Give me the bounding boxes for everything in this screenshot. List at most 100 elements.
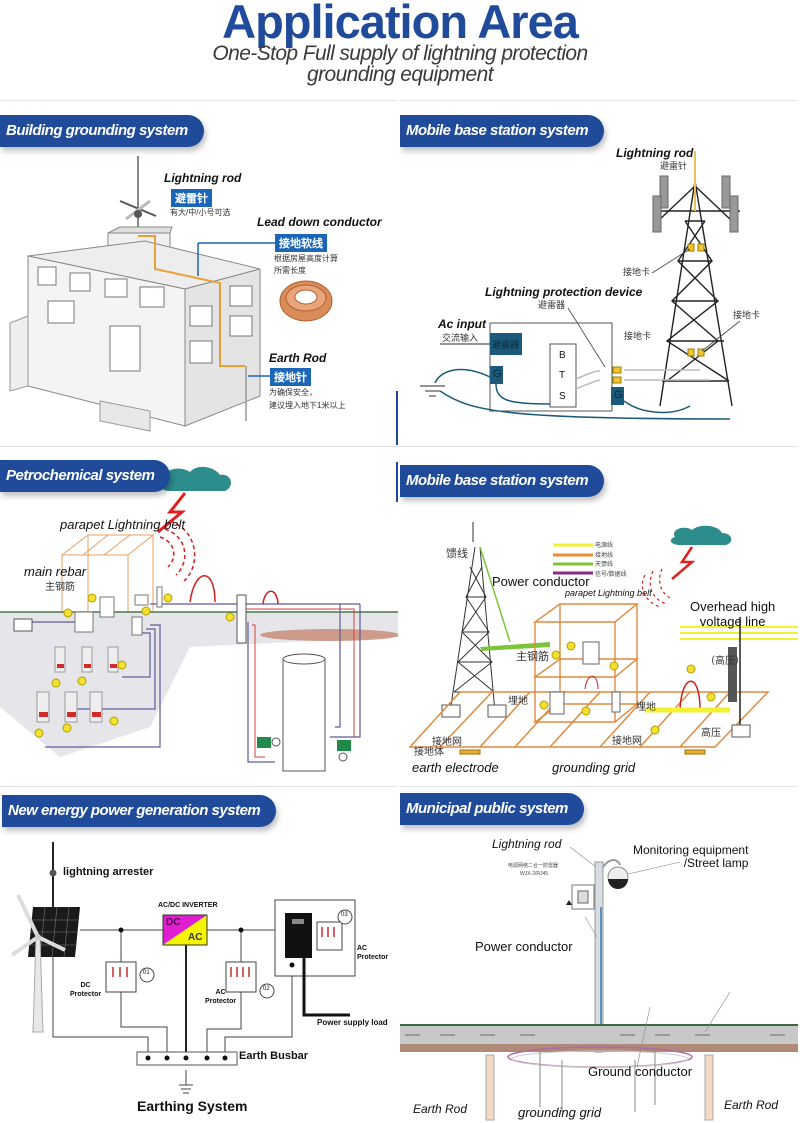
- ac-protector-2-line-1: AC: [215, 989, 226, 996]
- bts-b: B: [559, 350, 566, 361]
- pump-left: [257, 737, 271, 748]
- arrester-box-label: 避雷器: [492, 340, 520, 350]
- monitoring-label: Monitoring equipment /Street lamp: [633, 844, 748, 870]
- ground-clamp-cn-box: 接地卡: [624, 331, 652, 341]
- inverter-dc-label: DC: [166, 917, 181, 928]
- inverter-icon: [162, 914, 208, 946]
- ac-protector-label-2: AC Protector: [205, 988, 236, 1006]
- storage-tank: [282, 658, 326, 772]
- bts-t: T: [559, 370, 566, 381]
- panel-title-pill: New energy power generation system: [2, 795, 277, 827]
- lightning-rod-cn-tag: 避雷针: [171, 189, 212, 207]
- lead-down-label: Lead down conductor: [257, 215, 382, 229]
- earth-rod-note-1: 为确保安全，: [269, 388, 317, 397]
- ground-conductor-label: Ground conductor: [588, 1064, 693, 1079]
- dc-protector-label: DC Protector: [70, 981, 101, 999]
- storm-cloud-icon: [160, 466, 232, 491]
- dc-protector-line-2: Protector: [70, 991, 102, 998]
- panel-title-pill: Mobile base station system: [400, 465, 605, 497]
- lead-down-conductor-line: [138, 235, 245, 367]
- power-supply-load-label: Power supply load: [317, 1018, 388, 1027]
- dc-protector-box: [105, 961, 137, 993]
- feeder-cn: 馈线: [446, 548, 468, 560]
- tower-lightning-rod-label: Lightning rod: [616, 146, 694, 160]
- marker-01: 01: [143, 970, 150, 976]
- lightning-rod-label: Lightning rod: [164, 171, 242, 185]
- street-pole: [594, 861, 604, 1053]
- marker-03: 03: [341, 912, 348, 918]
- lead-down-note-2: 所需长度: [274, 266, 306, 275]
- ac-protector-2-line-2: Protector: [205, 998, 237, 1005]
- parapet-belt-label: parapet Lightning belt: [565, 588, 652, 598]
- storm-cloud-icon: [670, 525, 732, 545]
- grid-cn-left: 接地网: [432, 737, 462, 748]
- legend-antenna-line: 天馈线: [595, 562, 614, 568]
- base-station-grid-illustration: [408, 522, 798, 755]
- overhead-hv-line-1: Overhead high: [690, 599, 776, 614]
- earth-electrode-label: earth electrode: [412, 760, 499, 775]
- pump-right: [337, 740, 351, 751]
- panel-title-pill: Building grounding system: [0, 115, 204, 147]
- panel-petrochemical: Petrochemical system: [0, 446, 398, 786]
- ground-clamp-cn-right: 接地卡: [733, 310, 761, 320]
- legend-power-line: 电源线: [595, 543, 614, 549]
- panel-title-pill: Petrochemical system: [0, 460, 171, 492]
- subtitle-line-2: grounding equipment: [307, 63, 494, 86]
- g-box-left: [490, 366, 503, 384]
- earth-rod-left-shape: [485, 1054, 495, 1121]
- lightning-bolt-icon: [671, 546, 696, 580]
- earth-electrode-bar: [459, 749, 481, 755]
- ac-input-cn: 交流输入: [442, 333, 479, 343]
- page-subtitle: One-Stop Full supply of lightning protec…: [0, 43, 800, 85]
- marker-02: 02: [263, 986, 270, 992]
- page-header: Application Area One-Stop Full supply of…: [0, 0, 800, 96]
- municipal-grounding-grid-label: grounding grid: [518, 1105, 602, 1120]
- overhead-hv-label: Overhead high voltage line: [690, 599, 775, 629]
- g-left-label: G: [493, 368, 502, 380]
- grid-cn-right: 接地网: [612, 736, 642, 747]
- panel-building-grounding: Building grounding system: [0, 100, 398, 445]
- bts-s: S: [559, 391, 566, 402]
- transformer-icon: [13, 618, 33, 632]
- dc-protector-line-1: DC: [80, 982, 91, 989]
- earth-busbar-label: Earth Busbar: [239, 1050, 309, 1062]
- lead-down-note-1: 根据房屋高度计算: [274, 254, 338, 263]
- inverter-ac-label: AC: [188, 932, 203, 943]
- lattice-tower-shape: [655, 180, 740, 407]
- hv-cn: 高压: [701, 728, 721, 739]
- panel-new-energy: New energy power generation system: [0, 786, 398, 1123]
- subtitle-line-1: One-Stop Full supply of lightning protec…: [212, 42, 588, 65]
- building-illustration: [9, 156, 398, 445]
- municipal-power-conductor-label: Power conductor: [475, 939, 573, 954]
- monitoring-line-2: /Street lamp: [683, 856, 749, 870]
- earth-rod-right-shape: [704, 1054, 714, 1121]
- ac-input-label: Ac input: [438, 317, 486, 331]
- lattice-tower-shape: [449, 522, 496, 713]
- new-energy-schematic: [10, 842, 356, 1094]
- hv-pole: [728, 647, 737, 702]
- ac-protector-label-3: AC Protector: [357, 944, 388, 962]
- ac-protector-box-3: [316, 921, 343, 951]
- legend-ground-line: 接地线: [595, 552, 614, 559]
- inverter-label: AC/DC INVERTER: [158, 902, 218, 909]
- tower-lightning-rod-cn: 避雷针: [660, 161, 688, 171]
- main-rebar-label: main rebar: [24, 564, 87, 579]
- g-box-right: [611, 387, 624, 405]
- base-station-illustration: [420, 151, 741, 420]
- earth-rod-cn-tag: 接地针: [270, 368, 311, 386]
- panel-mobile-base-station: Mobile base station system: [400, 100, 798, 445]
- petrochemical-illustration: [0, 466, 398, 772]
- lead-down-cn-tag: 接地软线: [275, 234, 327, 252]
- parapet-belt-label: parapet Lightning belt: [60, 517, 186, 532]
- page-title: Application Area: [222, 0, 579, 48]
- wire-legend-labels: 电源线 接地线 天馈线 信号/数据线: [595, 542, 627, 580]
- arrester-box: [490, 333, 522, 355]
- ground-clamp-cn-top: 接地卡: [623, 267, 651, 277]
- municipal-illustration: [400, 846, 798, 1121]
- earth-rod-label: Earth Rod: [269, 351, 327, 365]
- spd-model-label: WJX-2/RJ45: [520, 871, 549, 877]
- ac-protector-3-line-1: AC: [357, 945, 368, 952]
- wire-legend: [553, 543, 593, 575]
- bts-box: [549, 343, 577, 408]
- electrode-cn: 接地体: [414, 747, 444, 758]
